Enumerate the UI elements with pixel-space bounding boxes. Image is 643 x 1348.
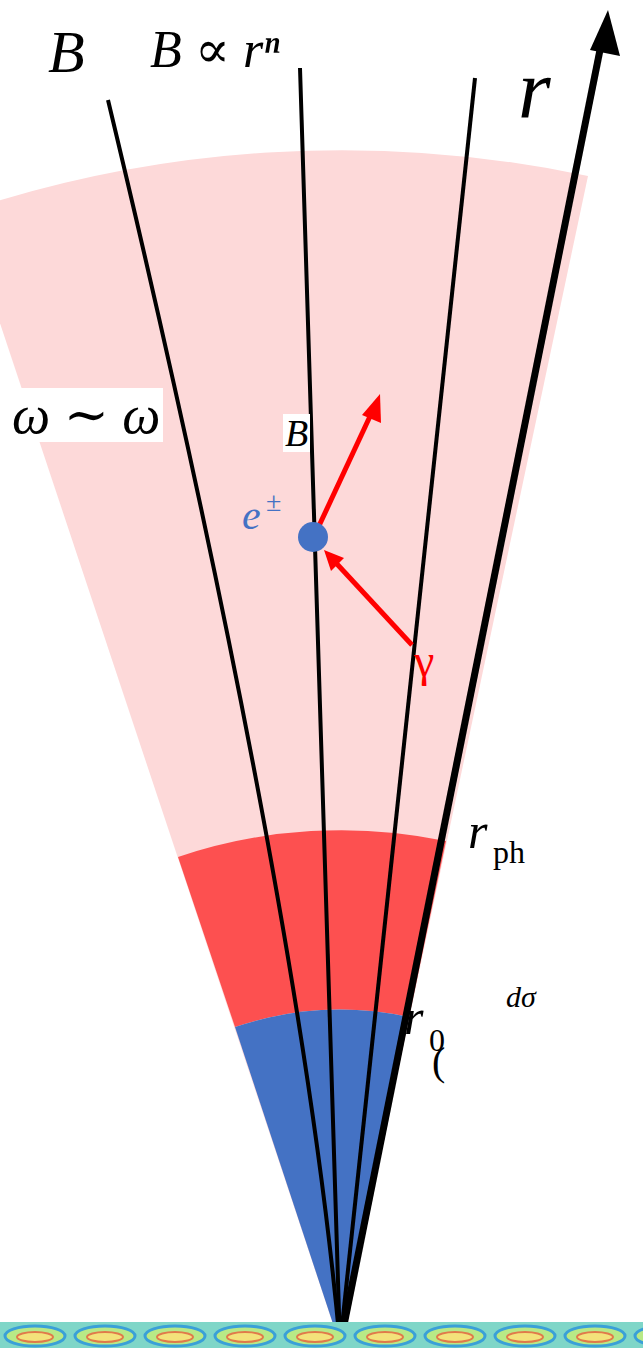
- bottom-image-strip: [0, 1322, 643, 1348]
- outflow-region: [0, 150, 588, 1345]
- radius-label: r: [404, 992, 423, 1042]
- scaling-law: B ∝ rⁿ: [150, 24, 280, 76]
- cropped-formula: dσ: [506, 982, 536, 1012]
- field-symbol: B⃗: [48, 22, 131, 82]
- scattered-arrow: [318, 412, 372, 528]
- photon-label: γ: [414, 638, 434, 684]
- radius-axis: [340, 40, 602, 1345]
- arrowhead: [362, 394, 381, 423]
- particle-dot: [298, 522, 328, 552]
- subscript: B: [283, 414, 310, 452]
- arrowhead: [324, 550, 344, 571]
- field-line: [300, 68, 340, 1345]
- radius-label: r: [468, 806, 487, 856]
- particle-charge: ±: [266, 488, 281, 516]
- subscript: ph: [493, 836, 525, 868]
- photon-arrow: [337, 564, 412, 645]
- cropped-formula: (: [432, 1042, 445, 1082]
- field-line: [340, 78, 475, 1345]
- particle-label: e: [242, 494, 261, 536]
- axis-arrowhead: [590, 10, 620, 56]
- frequency-relation: ω ∼ ω: [10, 388, 163, 442]
- axis-label: r: [518, 48, 551, 132]
